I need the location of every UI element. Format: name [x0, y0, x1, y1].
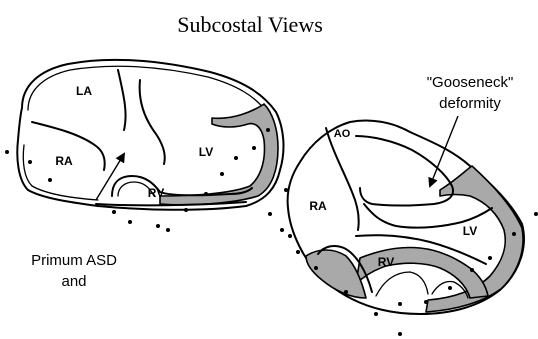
- callout-primum-asd-line2: and: [61, 273, 86, 290]
- left-label-la: LA: [76, 84, 92, 98]
- left-lv-myocardium: [160, 104, 278, 205]
- left-heart-inner-wall: [28, 66, 268, 114]
- callout-gooseneck-line2: deformity: [439, 95, 501, 112]
- right-trabecula-1: [376, 272, 428, 296]
- right-subcostal-view: AO RA LV RV "Gooseneck" deformity: [280, 74, 538, 336]
- callout-gooseneck-line1: "Gooseneck": [427, 74, 514, 91]
- right-label-rv: RV: [378, 255, 394, 269]
- right-lvot-outline: [356, 136, 453, 206]
- left-upper-septum: [118, 70, 126, 130]
- left-subcostal-view: LA RA LV RV Primum ASD and: [5, 60, 288, 290]
- right-label-ao: AO: [334, 128, 351, 140]
- right-label-ra: RA: [309, 199, 327, 213]
- right-aorta-outline: [326, 128, 359, 230]
- right-label-lv: LV: [463, 224, 477, 238]
- figure-title: Subcostal Views: [177, 12, 323, 37]
- primum-asd-arrow: [96, 154, 124, 200]
- left-mitral-leaflet: [140, 80, 165, 164]
- left-label-lv: LV: [199, 145, 213, 159]
- callout-primum-asd-line1: Primum ASD: [31, 252, 117, 269]
- left-rv-cavity: [112, 176, 252, 196]
- left-label-ra: RA: [55, 154, 73, 168]
- left-label-rv: RV: [148, 186, 164, 200]
